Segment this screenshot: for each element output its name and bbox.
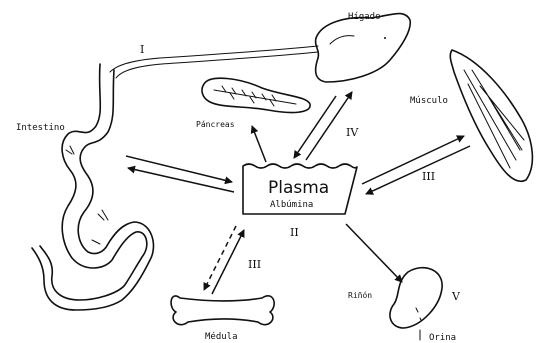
liver-label: Hígado xyxy=(348,12,381,22)
arrow-plasma-to-intestine xyxy=(128,168,234,192)
plasma-title: Plasma xyxy=(268,178,329,198)
roman-marrow: III xyxy=(248,258,261,271)
plasma-box: Plasma Albúmina xyxy=(243,164,357,214)
albumin-label: Albúmina xyxy=(270,200,313,210)
arrow-muscle-to-plasma xyxy=(366,146,470,194)
pancreas-label: Páncreas xyxy=(196,120,235,129)
arrow-plasma-to-marrow xyxy=(204,226,236,290)
arrow-plasma-to-muscle xyxy=(362,136,464,184)
urine-label: Orina xyxy=(429,333,456,343)
marrow-label: Médula xyxy=(205,331,238,342)
roman-muscle: III xyxy=(422,170,435,183)
liver-illustration xyxy=(316,14,411,82)
roman-kidney: V xyxy=(451,290,461,303)
kidney-label: Riñón xyxy=(348,290,372,300)
pancreas-illustration xyxy=(202,78,310,112)
arrow-liver-to-plasma xyxy=(294,96,336,158)
roman-gut: I xyxy=(140,43,144,56)
muscle-illustration xyxy=(450,50,532,181)
intestine-label: Intestino xyxy=(16,123,65,133)
muscle-label: Músculo xyxy=(410,96,448,106)
intestine-illustration xyxy=(32,64,153,310)
arrow-marrow-to-plasma xyxy=(212,230,244,294)
arrow-plasma-to-pancreas xyxy=(252,126,266,162)
bone-illustration xyxy=(171,296,274,325)
arrow-intestine-to-plasma xyxy=(126,156,232,182)
roman-liver: IV xyxy=(346,126,359,139)
roman-plasma-bottom: II xyxy=(290,226,299,239)
arrow-plasma-to-kidney xyxy=(346,224,402,282)
